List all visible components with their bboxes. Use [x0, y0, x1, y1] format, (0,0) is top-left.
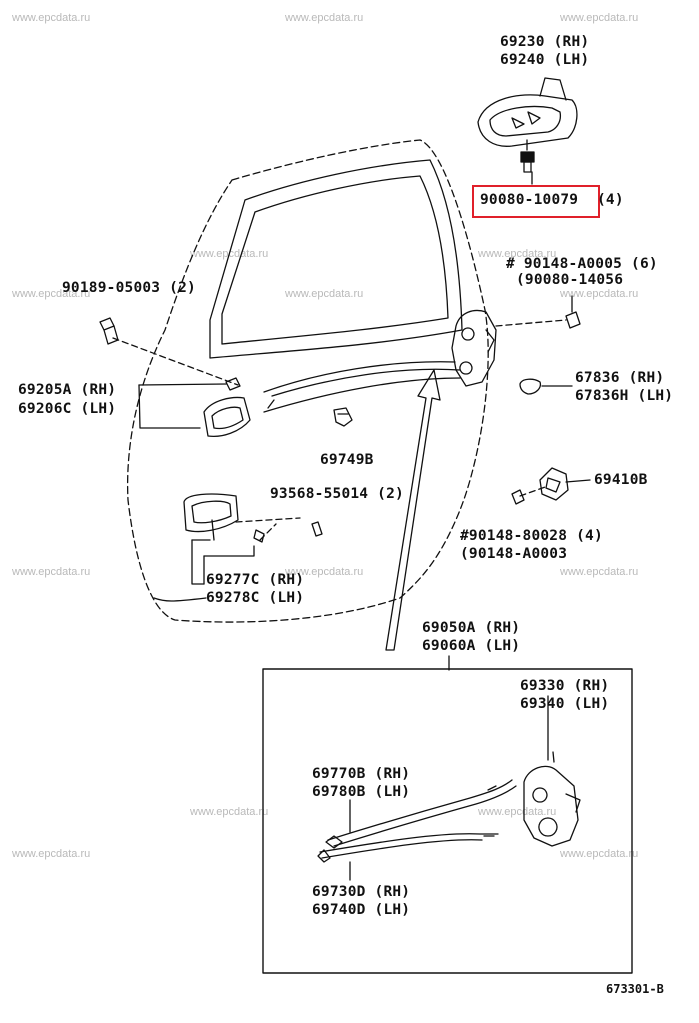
clip-icon [333, 407, 353, 427]
label-outside-handle-lh: 69240 (LH) [500, 52, 590, 68]
outside-handle-icon [477, 77, 578, 147]
diagram-reference: 673301-B [606, 982, 664, 996]
inside-handle-icon [203, 377, 251, 438]
label-screw-hash-a: # 90148-A0005 (6) [506, 256, 658, 272]
watermark: www.epcdata.ru [12, 566, 91, 578]
screw-icon [311, 521, 323, 537]
door-lock-icon [523, 751, 581, 847]
label-grommet-lh: 67836H (LH) [575, 388, 674, 404]
cable-lower [319, 833, 499, 853]
watermark: www.epcdata.ru [560, 288, 639, 300]
bolt-icon [520, 139, 535, 185]
screw-icon [565, 295, 581, 329]
label-bolt-highlighted: 90080-10079 [480, 192, 579, 208]
label-lock-lh: 69340 (LH) [520, 696, 610, 712]
watermark: www.epcdata.ru [285, 288, 364, 300]
cable-upper [327, 779, 513, 841]
label-inside-handle-rh: 69205A (RH) [18, 382, 117, 398]
watermark: www.epcdata.ru [560, 12, 639, 24]
watermark: www.epcdata.ru [12, 288, 91, 300]
watermark: www.epcdata.ru [285, 12, 364, 24]
label-clip: 69749B [320, 452, 374, 468]
screw-icon [99, 317, 119, 345]
label-cable-lower-rh: 69730D (RH) [312, 884, 411, 900]
label-cable-upper-lh: 69780B (LH) [312, 784, 411, 800]
label-lock-assembly-lh: 69060A (LH) [422, 638, 521, 654]
watermark: www.epcdata.ru [285, 566, 364, 578]
label-inside-handle-lh: 69206C (LH) [18, 401, 117, 417]
arrow-icon [385, 369, 441, 651]
label-bezel-rh: 69277C (RH) [206, 572, 305, 588]
label-screw-hash-b: (90080-14056 [516, 272, 624, 288]
watermark: www.epcdata.ru [190, 806, 269, 818]
striker-icon [511, 467, 591, 505]
label-screw-mid: 93568-55014 (2) [270, 486, 404, 502]
label-cable-upper-rh: 69770B (RH) [312, 766, 411, 782]
watermark: www.epcdata.ru [560, 566, 639, 578]
label-lock-assembly-rh: 69050A (RH) [422, 620, 521, 636]
label-striker: 69410B [594, 472, 648, 488]
label-screw-hash-d: (90148-A0003 [460, 546, 568, 562]
label-screw-hash-c: #90148-80028 (4) [460, 528, 603, 544]
grommet-icon [519, 378, 573, 395]
label-screw-left: 90189-05003 (2) [62, 280, 196, 296]
lock-assembly-box [262, 668, 633, 974]
window-frame [209, 159, 463, 359]
highlight-box [472, 185, 600, 218]
watermark: www.epcdata.ru [12, 12, 91, 24]
door-latch-icon [451, 309, 497, 387]
watermark: www.epcdata.ru [12, 848, 91, 860]
label-cable-lower-lh: 69740D (LH) [312, 902, 411, 918]
label-outside-handle-rh: 69230 (RH) [500, 34, 590, 50]
label-grommet-rh: 67836 (RH) [575, 370, 665, 386]
window-frame-inner [221, 175, 449, 345]
bezel-icon [183, 493, 265, 543]
watermark: www.epcdata.ru [478, 806, 557, 818]
label-bolt-highlighted-qty: (4) [597, 192, 624, 208]
watermark: www.epcdata.ru [478, 248, 557, 260]
label-lock-rh: 69330 (RH) [520, 678, 610, 694]
label-bezel-lh: 69278C (LH) [206, 590, 305, 606]
watermark: www.epcdata.ru [560, 848, 639, 860]
